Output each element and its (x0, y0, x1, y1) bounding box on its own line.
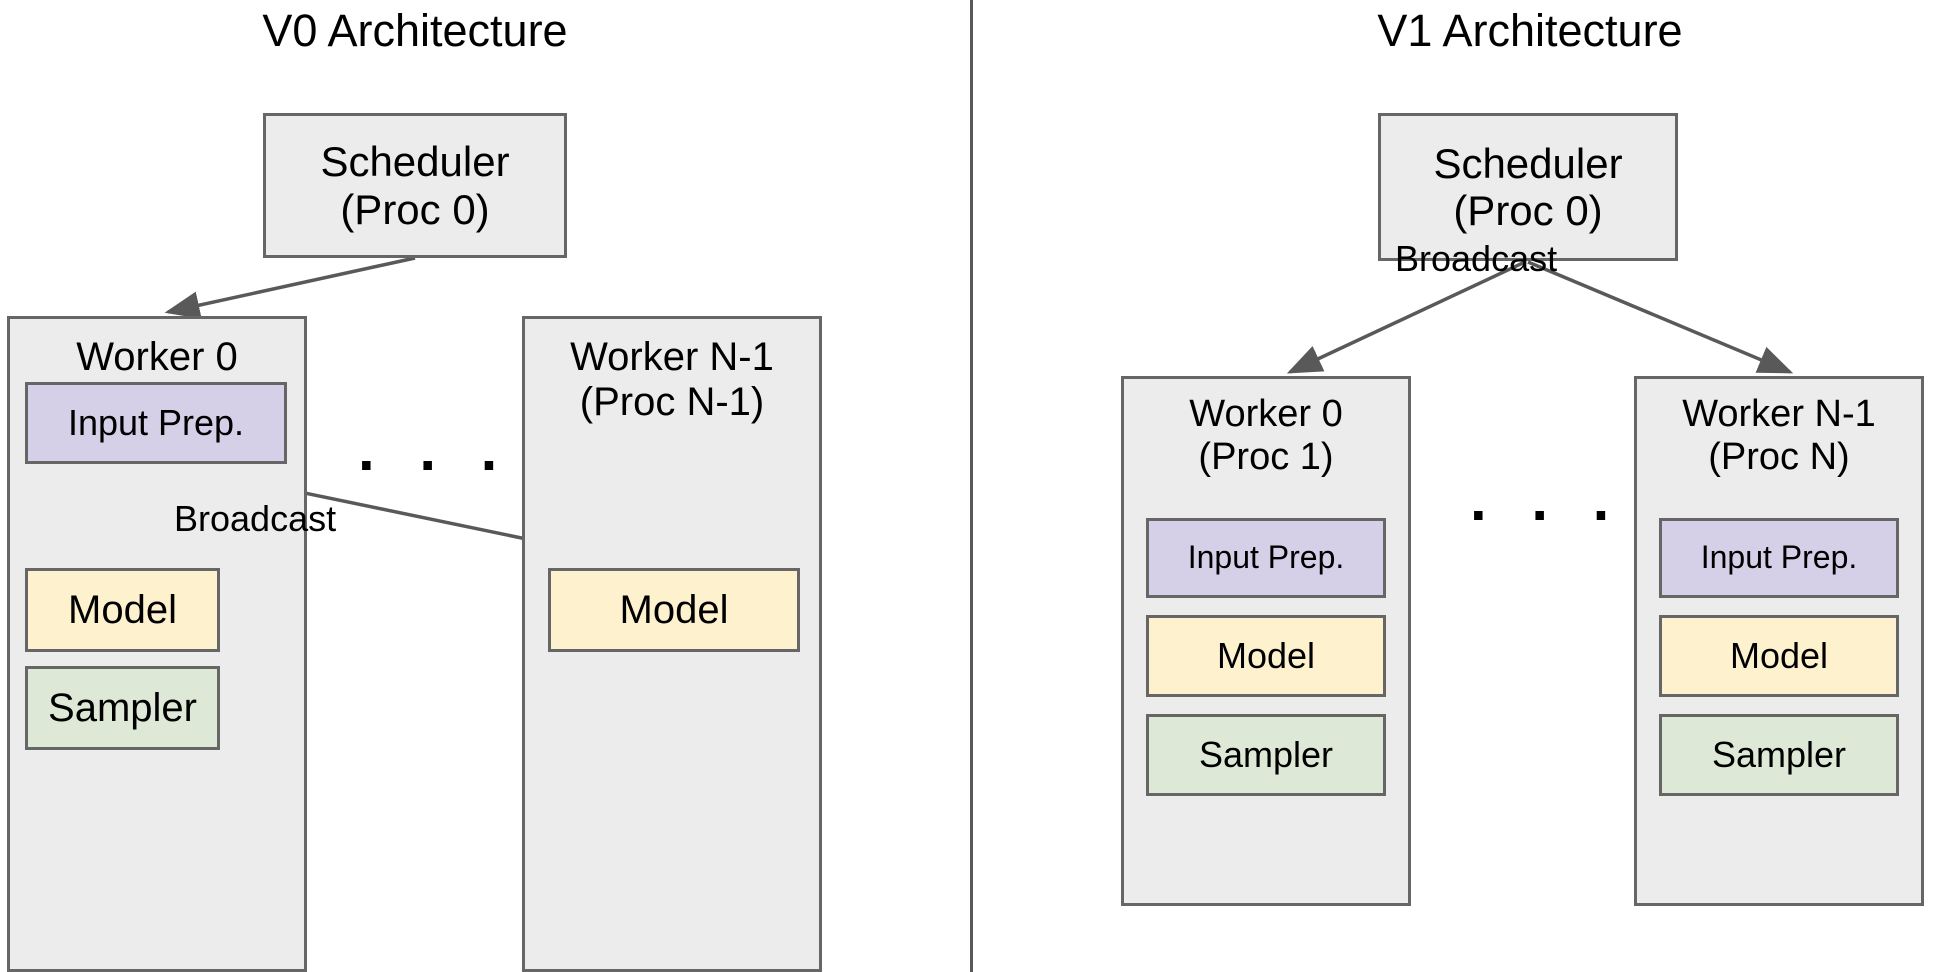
v1-worker-0-label: Worker 0 (Proc 1) (1189, 393, 1343, 478)
v1-scheduler-label: Scheduler (Proc 0) (1433, 139, 1623, 234)
v1-worker-0-sampler-box: Sampler (1146, 714, 1386, 796)
v1-worker-n-1-label: Worker N-1 (Proc N) (1682, 393, 1876, 478)
v0-scheduler-box: Scheduler (Proc 0) (263, 113, 567, 258)
edge-v0-scheduler-to-worker0 (164, 256, 416, 319)
v0-worker-0-sampler-label: Sampler (48, 686, 197, 730)
v1-scheduler-box: Scheduler (Proc 0) (1378, 113, 1678, 261)
v0-worker-0-model-label: Model (68, 588, 177, 632)
v0-worker-n-1-model-box: Model (548, 568, 800, 652)
panel-divider (970, 0, 973, 972)
v1-worker-0-input-prep-box: Input Prep. (1146, 518, 1386, 598)
edge-v1-scheduler-to-workerN1 (1527, 260, 1794, 374)
v1-worker-n-1-sampler-label: Sampler (1711, 734, 1847, 776)
v1-worker-n-1-input-prep-box: Input Prep. (1659, 518, 1899, 598)
v1-worker-0-model-box: Model (1146, 615, 1386, 697)
v1-worker-n-1-model-label: Model (1729, 635, 1829, 677)
v0-worker-0-input-prep-box: Input Prep. (25, 382, 287, 464)
v1-worker-n-1-input-prep-label: Input Prep. (1700, 539, 1858, 576)
v0-broadcast-label: Broadcast (174, 498, 337, 539)
v0-worker-n-1-model-label: Model (619, 588, 729, 632)
v1-broadcast-label: Broadcast (1395, 238, 1558, 279)
v0-worker-0-model-box: Model (25, 568, 220, 652)
v0-ellipsis: . . . (358, 416, 512, 483)
v0-worker-0-input-prep-label: Input Prep. (67, 402, 245, 444)
v1-ellipsis: . . . (1470, 466, 1624, 533)
v1-worker-0-sampler-label: Sampler (1198, 734, 1334, 776)
v1-worker-n-1-model-box: Model (1659, 615, 1899, 697)
v1-worker-0-input-prep-label: Input Prep. (1187, 539, 1345, 576)
v0-worker-n-1-label: Worker N-1 (Proc N-1) (570, 335, 774, 424)
v1-worker-n-1-sampler-box: Sampler (1659, 714, 1899, 796)
v0-scheduler-label: Scheduler (Proc 0) (320, 138, 510, 233)
panel-title-v1: V1 Architecture (1377, 5, 1683, 56)
panel-title-v0: V0 Architecture (262, 5, 568, 56)
v1-worker-0-model-label: Model (1216, 635, 1316, 677)
v0-worker-0-sampler-box: Sampler (25, 666, 220, 750)
